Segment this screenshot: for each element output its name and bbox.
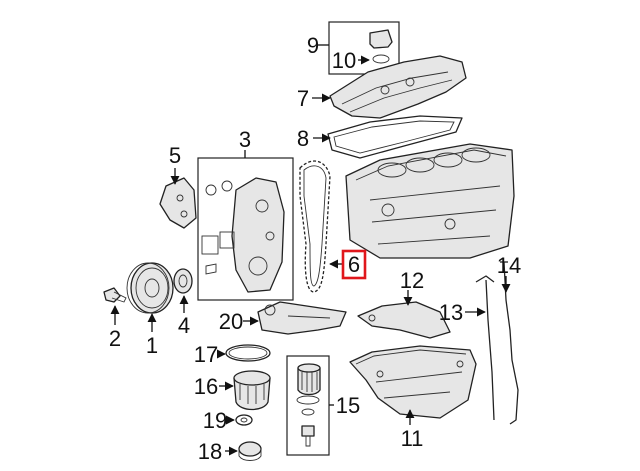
engine-block[interactable] — [345, 143, 515, 259]
valve-cover-gasket[interactable] — [327, 115, 463, 159]
filter-o-ring-b — [301, 408, 315, 416]
callout-4[interactable]: 4 — [178, 313, 190, 338]
oil-drain-plug[interactable] — [238, 441, 262, 461]
oil-filter-adapter[interactable] — [257, 301, 347, 335]
callout-11[interactable]: 11 — [401, 426, 424, 451]
oil-baffle-plate[interactable] — [357, 301, 451, 339]
callout-16[interactable]: 16 — [194, 374, 218, 399]
crankshaft-pulley[interactable] — [126, 262, 174, 314]
callout-18[interactable]: 18 — [198, 439, 222, 464]
highlight-box-6 — [341, 249, 367, 280]
callout-1[interactable]: 1 — [146, 333, 158, 358]
gasket-b — [219, 231, 235, 249]
callout-20[interactable]: 20 — [219, 309, 243, 334]
callout-14[interactable]: 14 — [497, 253, 521, 278]
crankshaft-pulley-bolt[interactable] — [103, 287, 127, 303]
oil-filler-cap — [369, 29, 393, 49]
callout-12[interactable]: 12 — [400, 268, 424, 293]
gasket-a — [201, 235, 219, 255]
crankshaft-oil-seal[interactable] — [173, 268, 193, 294]
oil-dipstick[interactable] — [475, 275, 495, 421]
filter-drain-plug — [301, 425, 315, 437]
callout-8[interactable]: 8 — [297, 126, 309, 151]
timing-chain[interactable] — [299, 160, 331, 293]
callout-9[interactable]: 9 — [307, 33, 319, 58]
callout-17[interactable]: 17 — [194, 342, 218, 367]
seal-b — [221, 180, 233, 192]
timing-chain-cover — [231, 177, 285, 293]
oil-filter-element — [297, 367, 321, 396]
callout-19[interactable]: 19 — [203, 408, 227, 433]
callout-7[interactable]: 7 — [297, 86, 309, 111]
callout-3[interactable]: 3 — [239, 127, 251, 152]
callout-2[interactable]: 2 — [109, 326, 121, 351]
callout-15[interactable]: 15 — [336, 393, 360, 418]
oil-pan[interactable] — [349, 345, 477, 419]
oil-filter-cap[interactable] — [233, 370, 271, 411]
filter-o-ring-a — [296, 395, 320, 405]
seal-a — [205, 184, 217, 196]
callout-10[interactable]: 10 — [332, 48, 356, 73]
bolt-small — [205, 263, 217, 275]
drain-plug-gasket[interactable] — [235, 414, 253, 426]
engine-mount-bracket[interactable] — [159, 177, 197, 229]
oil-dipstick-tube[interactable] — [500, 261, 519, 425]
oil-filter-o-ring[interactable] — [225, 344, 271, 362]
oil-filter-element-group[interactable] — [286, 355, 330, 456]
valve-cover[interactable] — [329, 55, 467, 119]
callout-13[interactable]: 13 — [439, 300, 463, 325]
callout-5[interactable]: 5 — [169, 143, 181, 168]
callout-6[interactable]: 6 — [348, 252, 360, 277]
timing-cover-group[interactable] — [197, 157, 294, 301]
filler-cap-gasket — [372, 54, 390, 64]
